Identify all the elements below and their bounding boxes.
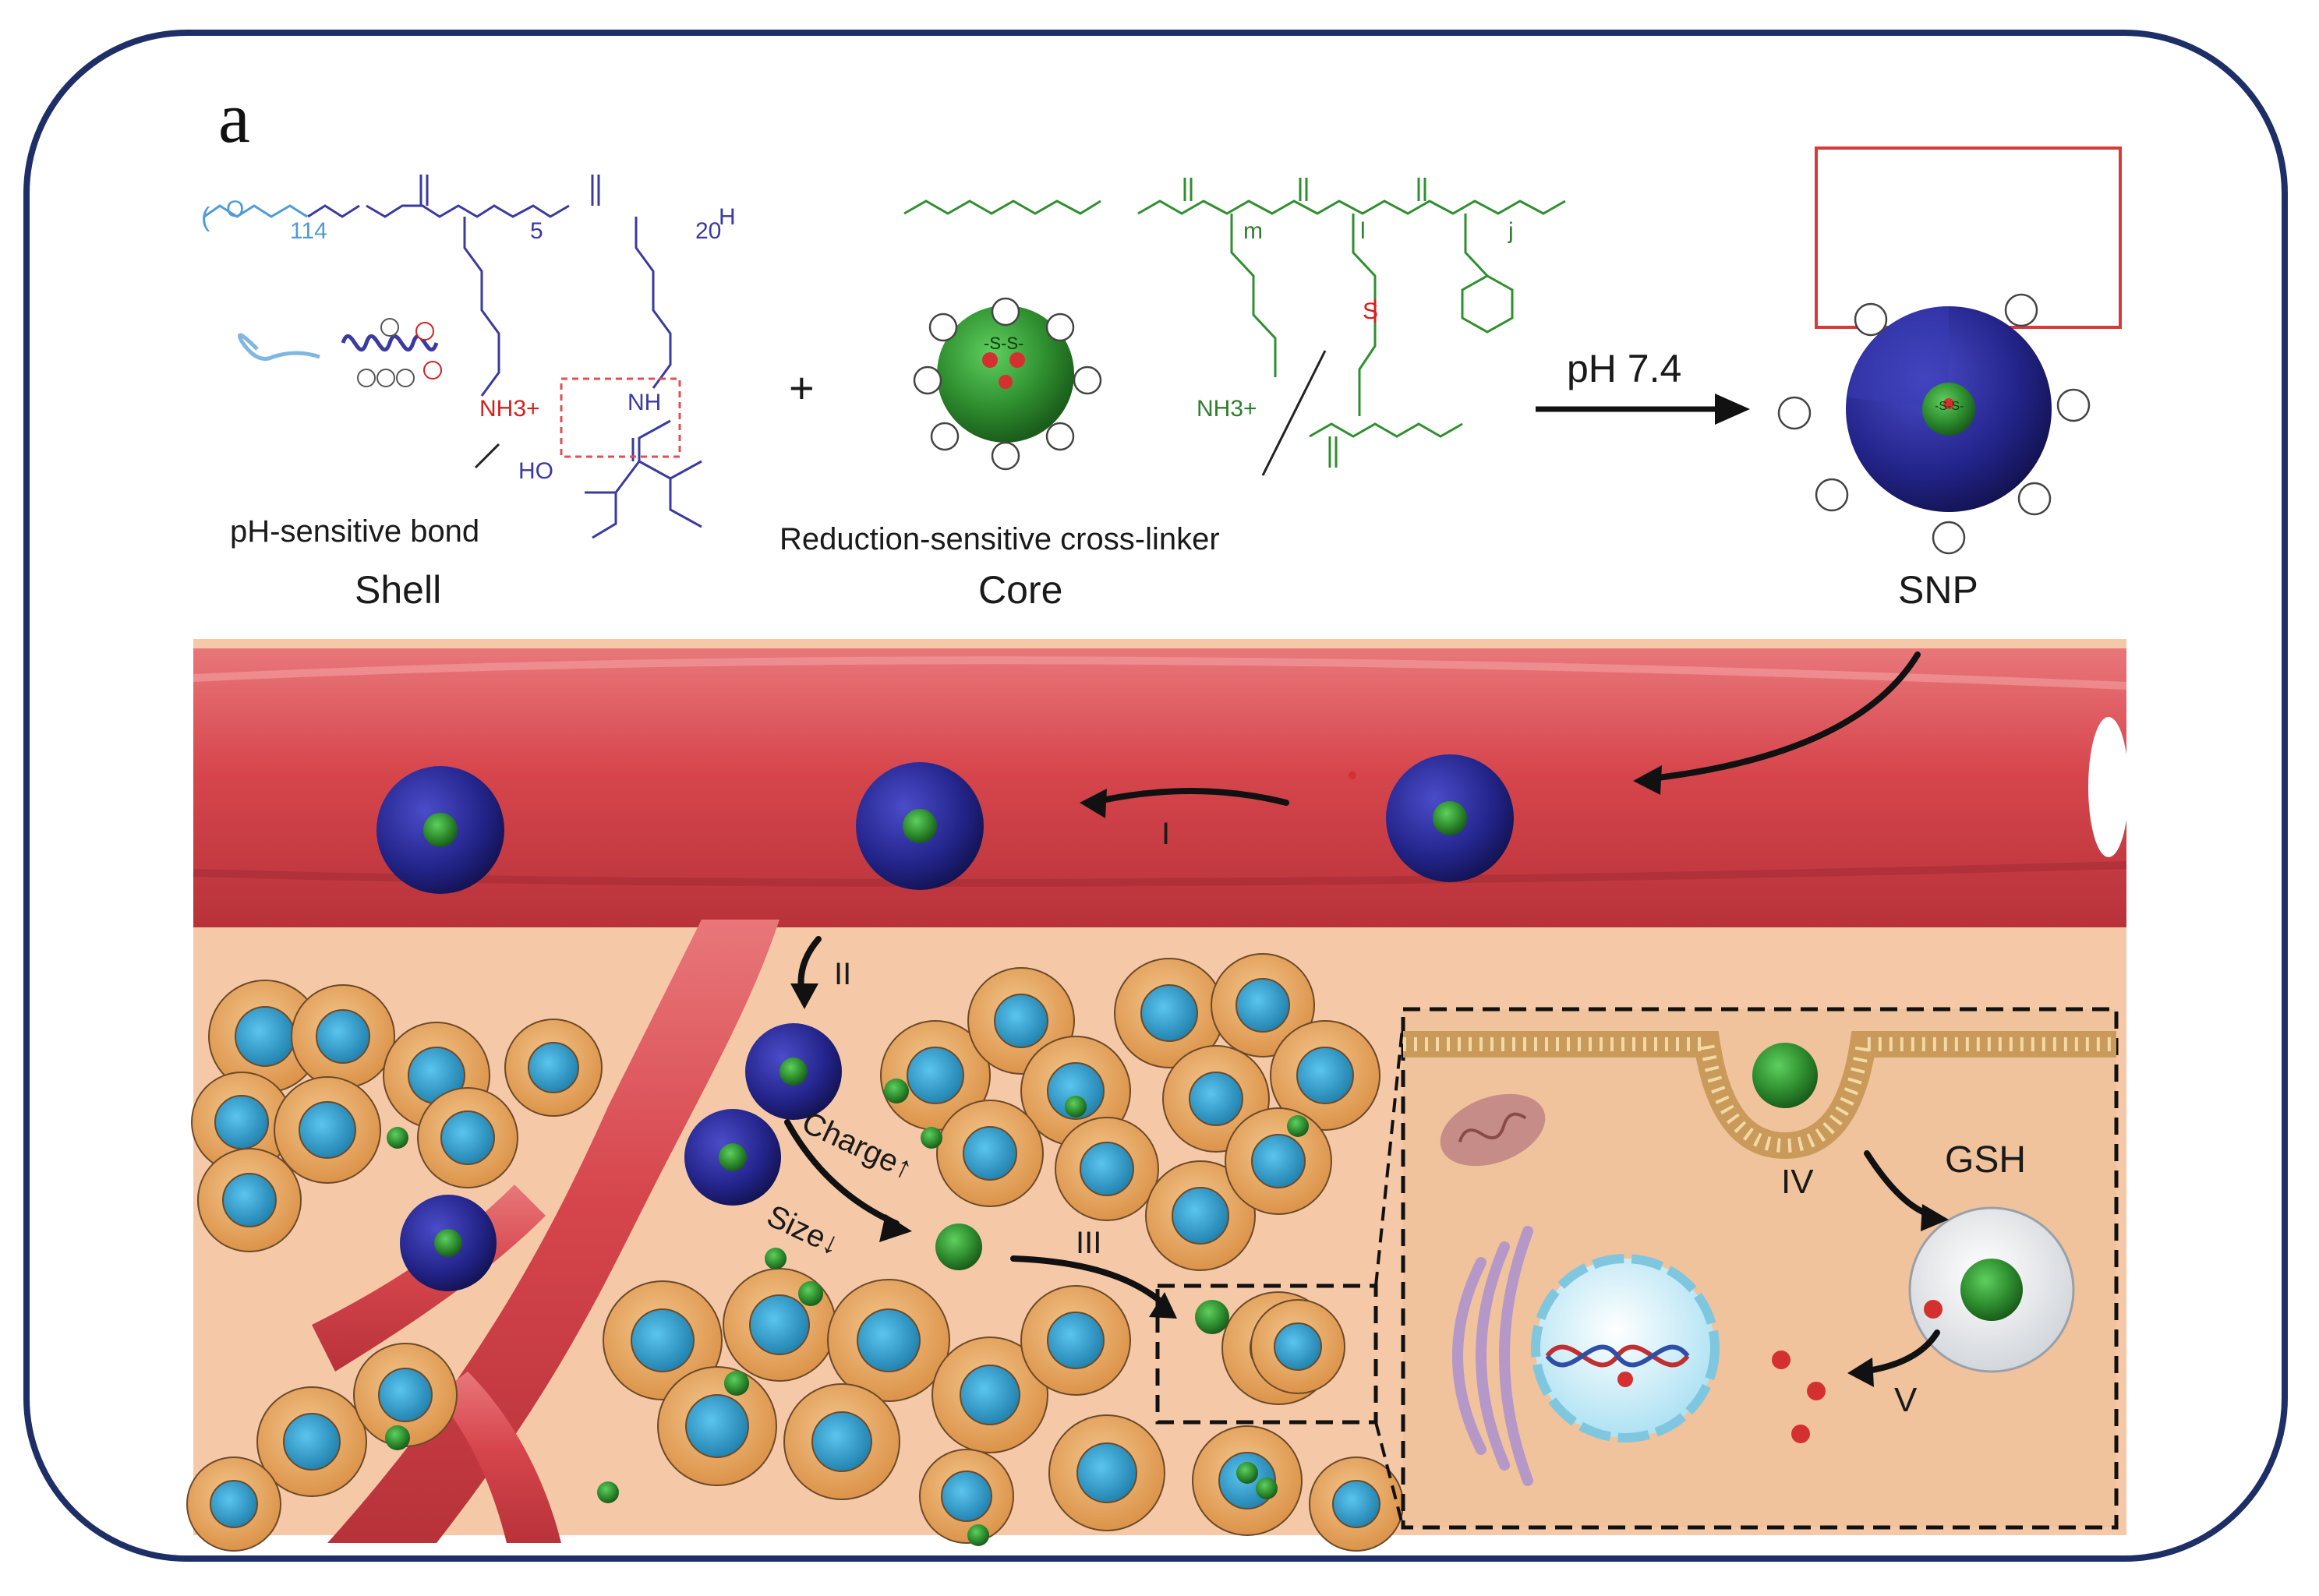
reduction-label: Reduction-sensitive cross-linker	[779, 522, 1220, 556]
ph-sensitive-label: pH-sensitive bond	[230, 514, 480, 549]
cell-9	[880, 1020, 991, 1131]
core-disulfide: S	[1363, 298, 1379, 324]
shell-nh3-group: NH3+	[479, 396, 540, 422]
shell-ho-group: HO	[518, 458, 553, 484]
core-nh3-group: NH3+	[1197, 396, 1257, 422]
cell-23	[657, 1366, 777, 1486]
step-3-label: III	[1076, 1226, 1102, 1260]
step-4-label: IV	[1781, 1163, 1814, 1201]
cell-12	[1114, 958, 1225, 1068]
cell-1	[208, 980, 322, 1093]
core-structure	[903, 178, 1566, 476]
snp-label: SNP	[1898, 568, 1978, 612]
cell-26	[1020, 1285, 1131, 1396]
cell-in-box	[1250, 1299, 1345, 1394]
snp-vessel-particles	[376, 754, 1514, 1291]
cell-7	[417, 1087, 518, 1188]
cell-5	[191, 1072, 292, 1173]
cell-22	[827, 1279, 950, 1402]
cell-14	[1270, 1020, 1380, 1131]
core-subscript-m: m	[1243, 218, 1263, 244]
snp-center-label: -S-S-	[1935, 400, 1964, 413]
step-1-label: I	[1161, 817, 1171, 851]
cell-6	[274, 1076, 381, 1184]
core-label: Core	[978, 568, 1063, 612]
shell-h-terminal: H	[719, 204, 736, 230]
ph-arrow	[1536, 394, 1750, 425]
core-subscript-j: j	[1508, 218, 1514, 244]
chemistry-scheme: ( O	[201, 147, 2122, 555]
cell-16	[936, 1100, 1044, 1207]
cell-17	[1055, 1117, 1159, 1221]
panel-label: a	[218, 78, 250, 157]
core-subscript-l: l	[1360, 218, 1366, 244]
golgi-apparatus	[1452, 1226, 1533, 1486]
ph-label: pH 7.4	[1567, 347, 1682, 390]
cell-32	[256, 1386, 367, 1497]
plus-sign: +	[789, 363, 815, 412]
cell-25	[931, 1336, 1048, 1453]
cell-24	[783, 1383, 900, 1500]
svg-text:O: O	[226, 196, 244, 222]
cell-8	[197, 1148, 302, 1252]
core-particles	[385, 1079, 1309, 1546]
cell-28	[1048, 1414, 1165, 1531]
peg-subscript: 114	[290, 218, 327, 244]
core-plus-charges	[913, 297, 1102, 471]
core-center-label: -S-S-	[984, 334, 1024, 353]
core-nanoparticle	[937, 305, 1074, 443]
pll-subscript-20: 20	[695, 218, 722, 244]
tumor-cells	[186, 953, 1404, 1552]
cell-18	[1145, 1160, 1256, 1271]
cell-20	[603, 1280, 723, 1400]
cell-4	[504, 1019, 603, 1117]
rounded-frame	[23, 30, 2288, 1562]
shell-helix-charges	[357, 318, 442, 387]
pll-subscript-5: 5	[530, 218, 543, 244]
cell-30	[1309, 1457, 1404, 1552]
gsh-label: GSH	[1945, 1139, 2027, 1181]
cell-2	[291, 984, 395, 1089]
step-2-label: II	[834, 957, 852, 991]
snp-minus-charges	[1777, 293, 2091, 555]
snp-particle	[1815, 147, 2122, 512]
shell-nh-group: NH	[627, 390, 662, 415]
cell-34	[186, 1457, 281, 1552]
arrow-heads	[790, 765, 1949, 1387]
cell-19	[1225, 1107, 1332, 1215]
svg-text:(: (	[201, 203, 210, 232]
cell-27	[919, 1449, 1014, 1544]
released-drug	[1349, 772, 1943, 1443]
cell-13	[1211, 953, 1315, 1058]
shell-label: Shell	[355, 568, 442, 612]
step-5-label: V	[1894, 1381, 1918, 1419]
